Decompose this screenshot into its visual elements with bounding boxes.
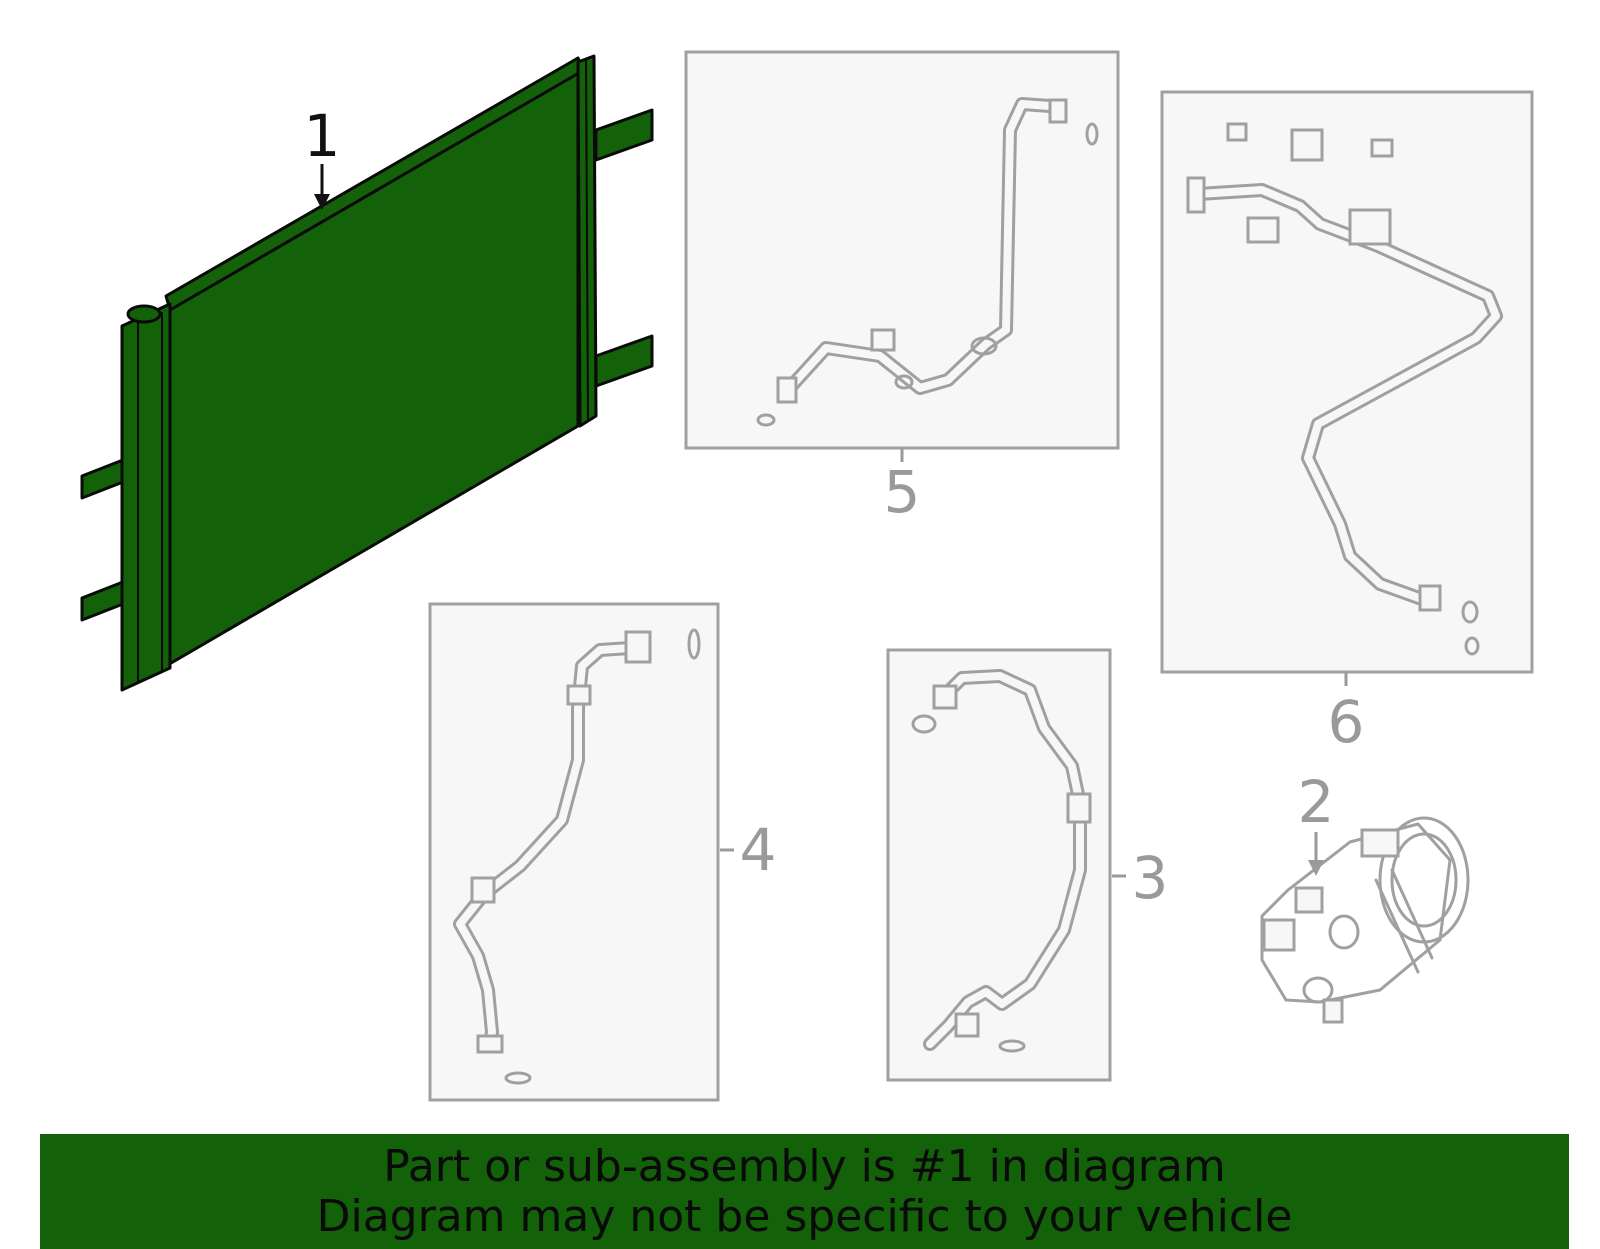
callout-6: 6 — [1328, 672, 1365, 756]
disclaimer-banner: Part or sub-assembly is #1 in diagram Di… — [40, 1134, 1569, 1249]
callout-2: 2 — [1298, 768, 1335, 876]
callout-3: 3 — [1112, 844, 1168, 912]
banner-line-2: Diagram may not be specific to your vehi… — [316, 1190, 1293, 1242]
banner-line-1: Part or sub-assembly is #1 in diagram — [383, 1140, 1226, 1192]
callout-number-2: 2 — [1298, 768, 1335, 836]
callout-1: 1 — [304, 102, 341, 210]
callout-number-3: 3 — [1132, 844, 1169, 912]
compressor-part-2[interactable] — [1260, 816, 1470, 1024]
condenser-bracket — [594, 108, 654, 162]
condenser-core — [164, 64, 580, 668]
part-5-box[interactable] — [684, 50, 1120, 450]
callout-number-4: 4 — [740, 816, 777, 884]
part-6-box[interactable] — [1160, 90, 1534, 674]
callout-number-5: 5 — [884, 458, 921, 526]
callout-number-6: 6 — [1328, 688, 1365, 756]
callout-5: 5 — [884, 448, 921, 526]
part-4-box[interactable] — [428, 602, 720, 1102]
callout-4: 4 — [720, 816, 776, 884]
part-3-box[interactable] — [886, 648, 1112, 1082]
condenser-tank-cap — [126, 304, 162, 324]
callout-number-1: 1 — [304, 102, 341, 170]
condenser-bracket — [594, 334, 654, 388]
condenser-part-1[interactable] — [80, 54, 654, 692]
